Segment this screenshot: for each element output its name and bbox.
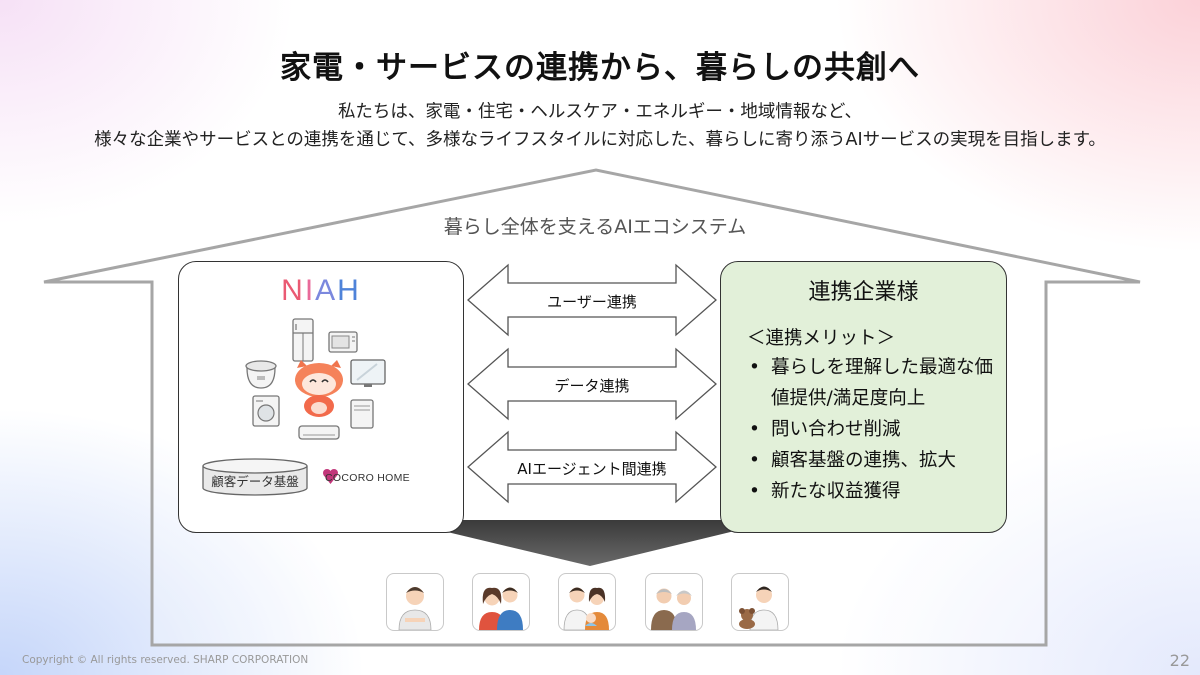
agent-link-label: AIエージェント間連携 — [517, 460, 667, 478]
customer-database-label: 顧客データ基盤 — [211, 474, 299, 489]
ecosystem-label: 暮らし全体を支えるAIエコシステム — [443, 216, 747, 238]
merit-heading: ＜連携メリット＞ — [747, 328, 896, 349]
refrigerator-icon — [292, 318, 314, 362]
air-purifier-icon — [350, 399, 374, 429]
single-man-icon — [398, 587, 432, 630]
user-link-arrow — [467, 263, 717, 337]
partner-title: 連携企業様 — [808, 280, 919, 305]
family-card — [558, 573, 616, 631]
page-number: 22 — [1169, 651, 1190, 670]
data-link-arrow — [467, 347, 717, 421]
family-with-baby-icon — [563, 587, 609, 630]
partner-box: 連携企業様 ＜連携メリット＞ 暮らしを理解した最適な価値提供/満足度向上 問い合… — [720, 261, 1007, 533]
page-title: 家電・サービスの連携から、暮らしの共創へ — [280, 50, 920, 86]
niah-box: NIAH — [178, 261, 464, 533]
data-link-label: データ連携 — [554, 377, 630, 395]
washing-machine-icon — [252, 395, 280, 427]
cocoro-home-label: COCORO HOME — [325, 472, 410, 484]
agent-link-arrow — [467, 430, 717, 504]
tv-icon — [350, 359, 386, 387]
microwave-icon — [328, 331, 358, 353]
database-icon — [202, 458, 308, 496]
merit-item: 顧客基盤の連携、拡大 — [747, 445, 1006, 476]
elderly-couple-icon — [651, 588, 696, 630]
subtitle-line-1: 私たちは、家電・住宅・ヘルスケア・エネルギー・地域情報など、 — [337, 102, 863, 122]
copyright-footer: Copyright © All rights reserved. SHARP C… — [22, 654, 309, 666]
user-link-label: ユーザー連携 — [547, 293, 637, 311]
cocoro-home-logo — [323, 469, 338, 484]
niah-logo: NIAH — [281, 274, 361, 307]
subtitle-line-2: 様々な企業やサービスとの連携を通じて、多様なライフスタイルに対応した、暮らしに寄… — [94, 130, 1106, 150]
merit-item: 問い合わせ削減 — [747, 414, 1006, 445]
single-man-card — [386, 573, 444, 631]
air-conditioner-icon — [298, 425, 340, 440]
couple-icon — [479, 587, 523, 630]
merit-item: 暮らしを理解した最適な価値提供/満足度向上 — [747, 352, 1006, 414]
merit-list: 暮らしを理解した最適な価値提供/満足度向上 問い合わせ削減 顧客基盤の連携、拡大… — [747, 352, 1006, 507]
merit-item: 新たな収益獲得 — [747, 476, 1006, 507]
rice-cooker-icon — [245, 360, 277, 389]
couple-card — [472, 573, 530, 631]
man-with-dog-card — [731, 573, 789, 631]
man-with-dog-icon — [739, 586, 779, 630]
elderly-couple-card — [645, 573, 703, 631]
robot-mascot-icon — [295, 360, 343, 417]
